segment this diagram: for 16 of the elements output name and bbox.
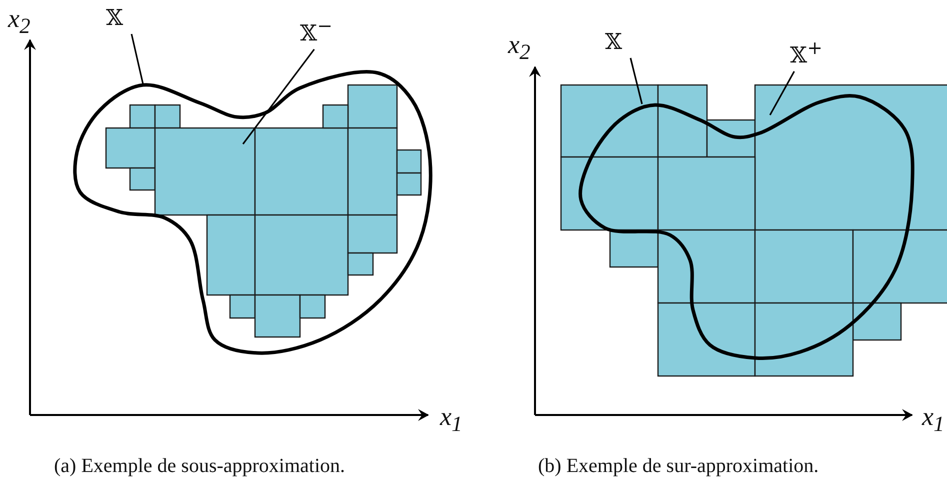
leader-line (630, 58, 643, 104)
axis-label: x$_{1}$ (922, 404, 944, 436)
caption-text: (b) Exemple de sur-approximation. (538, 456, 819, 476)
box-paving-drawing (560, 84, 947, 377)
axis-label: x$_{2}$ (8, 6, 30, 38)
caption-text: (a) Exemple de sous-approximation. (54, 456, 346, 476)
leader-line (242, 48, 315, 144)
closed-curve (578, 94, 914, 360)
leader-line (130, 34, 144, 84)
set-label: 𝕏$^{+}$ (790, 40, 822, 68)
set-label: 𝕏 (106, 8, 124, 30)
set-label: 𝕏 (605, 32, 622, 54)
axis-label: x$_{2}$ (508, 32, 530, 64)
closed-curve (73, 70, 432, 355)
set-label: 𝕏$^{−}$ (300, 18, 332, 46)
axis-label: x$_{1}$ (440, 404, 462, 436)
